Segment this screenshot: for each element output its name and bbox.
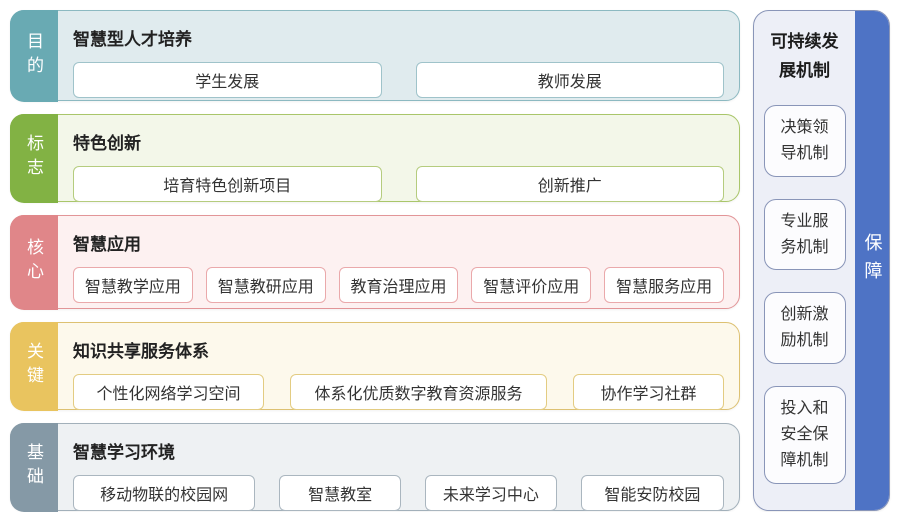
- row-purpose-content: 智慧型人才培养 学生发展 教师发展: [11, 11, 739, 100]
- item-box: 智慧教学应用: [73, 267, 193, 303]
- mechanism-box: 创新激励机制: [763, 292, 846, 365]
- row-hallmark-content: 特色创新 培育特色创新项目 创新推广: [11, 115, 739, 202]
- row-purpose-title: 智慧型人才培养: [73, 30, 192, 49]
- mechanism-box: 投入和安全保障机制: [763, 386, 846, 484]
- item-box: 教师发展: [415, 62, 724, 98]
- row-foundation-title: 智慧学习环境: [73, 443, 175, 462]
- row-core-content: 智慧应用 智慧教学应用 智慧教研应用 教育治理应用 智慧评价应用 智慧服务应用: [11, 216, 739, 308]
- mechanism-box: 决策领导机制: [763, 104, 846, 177]
- row-foundation-items: 移动物联的校园网 智慧教室 未来学习中心 智能安防校园: [73, 475, 724, 511]
- item-box: 智慧教研应用: [205, 267, 326, 303]
- row-key-items: 个性化网络学习空间 体系化优质数字教育资源服务 协作学习社群: [73, 374, 725, 410]
- row-core-tab-label: 核心: [24, 238, 43, 286]
- row-purpose: 目的 智慧型人才培养 学生发展 教师发展: [9, 9, 740, 102]
- item-box: 协作学习社群: [573, 374, 725, 410]
- row-key-title: 知识共享服务体系: [73, 342, 209, 361]
- row-core-items: 智慧教学应用 智慧教研应用 教育治理应用 智慧评价应用 智慧服务应用: [73, 267, 724, 303]
- item-box: 教育治理应用: [338, 267, 459, 303]
- row-hallmark: 标志 特色创新 培育特色创新项目 创新推广: [9, 113, 740, 203]
- row-purpose-tab-label: 目的: [24, 31, 43, 80]
- row-core-tab: 核心: [9, 214, 58, 310]
- row-purpose-tab: 目的: [9, 9, 58, 102]
- row-foundation-content: 智慧学习环境 移动物联的校园网 智慧教室 未来学习中心 智能安防校园: [11, 424, 739, 511]
- row-foundation-tab-label: 基础: [24, 443, 43, 491]
- item-box: 创新推广: [415, 166, 724, 202]
- row-key-content: 知识共享服务体系 个性化网络学习空间 体系化优质数字教育资源服务 协作学习社群: [11, 323, 739, 410]
- main-column: 目的 智慧型人才培养 学生发展 教师发展 标志 特色创新 培育特色创新项目 创新…: [9, 9, 740, 512]
- item-box: 个性化网络学习空间: [73, 374, 265, 410]
- item-box: 移动物联的校园网: [73, 475, 256, 511]
- row-core-title: 智慧应用: [73, 235, 141, 254]
- row-hallmark-tab-label: 标志: [24, 134, 43, 182]
- mechanism-box: 专业服务机制: [763, 198, 846, 271]
- item-box: 智能安防校园: [580, 475, 724, 511]
- row-key-tab: 关键: [9, 321, 58, 411]
- row-key-tab-label: 关键: [24, 342, 43, 390]
- row-hallmark-items: 培育特色创新项目 创新推广: [73, 166, 724, 202]
- item-box: 智慧服务应用: [604, 267, 724, 303]
- item-box: 培育特色创新项目: [73, 166, 382, 202]
- row-foundation-tab: 基础: [9, 422, 58, 512]
- item-box: 学生发展: [73, 62, 382, 98]
- sustainability-panel-title: 可持续发展机制: [770, 32, 839, 80]
- item-box: 体系化优质数字教育资源服务: [290, 374, 548, 410]
- row-core: 核心 智慧应用 智慧教学应用 智慧教研应用 教育治理应用 智慧评价应用 智慧服务…: [9, 214, 740, 310]
- item-box: 智慧教室: [279, 475, 402, 511]
- item-box: 未来学习中心: [425, 475, 557, 511]
- sustainability-panel-content: 可持续发展机制 决策领导机制 专业服务机制 创新激励机制 投入和安全保障机制: [754, 11, 855, 510]
- guarantee-side-label: 保障: [862, 232, 883, 289]
- guarantee-side-strip: 保障: [854, 11, 889, 510]
- item-box: 智慧评价应用: [471, 267, 592, 303]
- row-key: 关键 知识共享服务体系 个性化网络学习空间 体系化优质数字教育资源服务 协作学习…: [9, 321, 740, 411]
- row-hallmark-title: 特色创新: [73, 134, 141, 153]
- row-purpose-items: 学生发展 教师发展: [73, 62, 724, 98]
- row-foundation: 基础 智慧学习环境 移动物联的校园网 智慧教室 未来学习中心 智能安防校园: [9, 422, 740, 512]
- sustainability-panel: 保障 可持续发展机制 决策领导机制 专业服务机制 创新激励机制 投入和安全保障机…: [753, 10, 890, 511]
- row-hallmark-tab: 标志: [9, 113, 58, 203]
